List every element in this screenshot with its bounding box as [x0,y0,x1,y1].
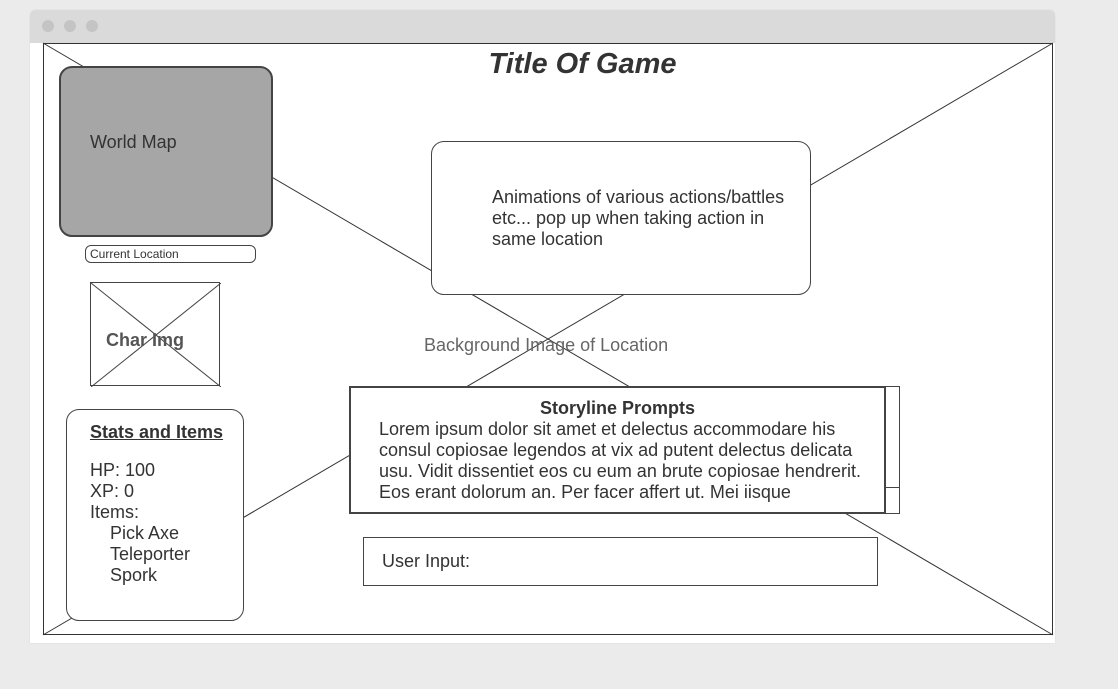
animation-popup-text: Animations of various actions/battles et… [492,187,785,249]
inventory-item[interactable]: Spork [110,565,158,585]
user-input-label: User Input: [382,551,471,571]
storyline-title: Storyline Prompts [539,398,696,418]
storyline-text: Lorem ipsum dolor sit amet et delectus a… [379,419,861,502]
storyline-scrollbar[interactable] [885,386,900,514]
stats-and-items-panel: Stats and Items HP: 100 XP: 0 Items: Pic… [66,409,244,621]
inventory-item[interactable]: Pick Axe [110,523,180,543]
window-titlebar [30,10,1055,43]
scrollbar-thumb[interactable] [886,487,899,508]
user-input-field[interactable]: User Input: [363,537,878,586]
close-dot-icon[interactable] [42,20,54,32]
stats-title: Stats and Items [90,422,224,442]
items-list: Pick Axe Teleporter Spork [90,523,190,586]
maximize-dot-icon[interactable] [86,20,98,32]
inventory-item[interactable]: Teleporter [110,544,191,564]
current-location-field: Current Location [85,245,256,263]
background-image-label: Background Image of Location [424,335,669,355]
world-map[interactable]: World Map [59,66,273,237]
world-map-label: World Map [90,132,177,152]
animation-popup: Animations of various actions/battles et… [431,141,811,295]
storyline-prompts-panel: Storyline Prompts Lorem ipsum dolor sit … [349,386,886,514]
character-image-label: Char Img [106,330,185,350]
stat-hp: HP: 100 [90,460,156,480]
image-placeholder-icon [91,283,221,387]
items-label: Items: [90,502,140,522]
game-title: Title Of Game [488,48,677,80]
stat-xp: XP: 0 [90,481,135,501]
character-image-placeholder: Char Img [90,282,221,387]
minimize-dot-icon[interactable] [64,20,76,32]
